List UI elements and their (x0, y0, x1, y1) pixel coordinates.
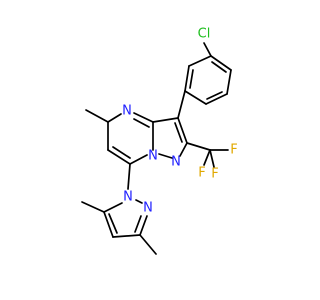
bond-dmp-n2-n1 (135, 199, 143, 204)
atom-n-dmp-1: N (123, 190, 133, 205)
bond-cf3-f3 (203, 149, 211, 166)
bond-n4-c5 (107, 113, 122, 123)
bond-ph-6 (188, 55, 212, 67)
bond-ph-inner-2 (206, 91, 223, 100)
bond-ph-5 (184, 65, 190, 92)
atom-n-bridge: N (148, 149, 158, 164)
bond-c3-c3a (152, 117, 179, 123)
bond-ph-4 (184, 90, 207, 105)
bond-c2-c3-double (174, 122, 183, 143)
atom-f-2: F (211, 167, 218, 182)
atom-f-1: F (230, 143, 237, 158)
bond-dmp-methyl-5 (81, 201, 105, 213)
bond-dmp-c4-c3 (112, 234, 141, 238)
bond-c5-methyl (85, 109, 109, 123)
bond-n1-c2 (179, 142, 188, 157)
bond-dmp-c3-n2-double (134, 215, 142, 233)
atom-cl: Cl (198, 27, 211, 42)
bond-c2-c3 (177, 117, 188, 144)
bond-ph-3 (205, 93, 228, 105)
bond-c7-ndmp (127, 163, 131, 190)
bond-c6-c7 (107, 149, 131, 165)
atom-labels: Cl N N N N N F F F (122, 27, 238, 216)
bond-dmp-c5-c4-double (108, 213, 118, 234)
bond-dmp-c5-c4 (103, 211, 114, 238)
molecule-structure: Cl N N N N N F F F (81, 27, 238, 255)
bond-cl-c (203, 42, 212, 57)
atom-n-dmp-2: N (143, 201, 153, 216)
bond-dmp-n1-c5 (103, 202, 123, 213)
bond-c7-n7a (129, 154, 148, 165)
bond-c6-c7-double (112, 146, 131, 159)
bond-dmp-methyl-3 (139, 234, 157, 255)
bonds (81, 42, 232, 255)
bond-c3a-n4 (133, 112, 154, 123)
bond-dmp-c3-n2 (139, 215, 148, 236)
bond-c2-cf3 (186, 142, 211, 151)
atom-n-pyrimidine: N (122, 104, 132, 119)
bond-c3a-n4-double (133, 118, 150, 128)
bond-ph-1 (210, 55, 232, 71)
atom-f-3: F (198, 166, 205, 181)
bond-cf3-f2 (209, 149, 215, 168)
bond-ph-2 (226, 69, 232, 95)
bond-ph-c3 (177, 90, 186, 119)
atom-n-pyrazole: N (171, 155, 181, 170)
bond-ph-inner-3 (189, 69, 194, 89)
bond-ph-inner-1 (211, 61, 227, 73)
bond-n7a-n1 (158, 153, 173, 159)
